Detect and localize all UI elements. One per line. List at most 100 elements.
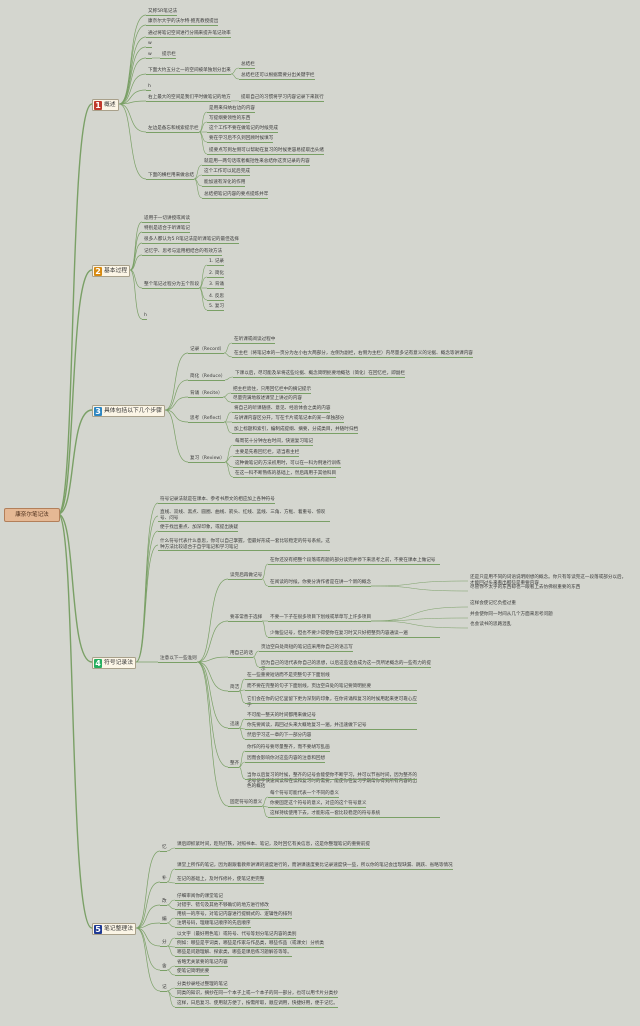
topic-underline bbox=[146, 58, 152, 59]
topic-underline bbox=[188, 380, 225, 381]
topic-text: 右上最大的空间是我们平时做笔记的地方 bbox=[148, 95, 231, 100]
topic-underline bbox=[207, 300, 224, 301]
topic-text: 在这一科不断熟练的基础上，然后再用于其他科目 bbox=[235, 471, 337, 476]
topic-underline bbox=[268, 637, 440, 638]
topic-text: 很多人都认为5 R笔记法是听课笔记的最佳选择 bbox=[144, 237, 239, 242]
connector-line bbox=[198, 287, 208, 311]
topic-text: 1. 记录 bbox=[209, 259, 225, 264]
topic-underline bbox=[245, 719, 316, 720]
topic-underline bbox=[228, 579, 262, 580]
topic-text: 当你以后复习的时候，整齐的记号会能使你不断学习，并可以节省时间，因为整齐的记号便… bbox=[247, 773, 417, 790]
connector-line bbox=[118, 100, 147, 105]
topic-text: 舍 bbox=[162, 964, 167, 969]
topic-underline bbox=[160, 905, 167, 906]
topic-underline bbox=[228, 691, 239, 692]
connector-line bbox=[238, 718, 246, 729]
connector-line bbox=[252, 650, 260, 658]
branch-number-badge: 3 bbox=[94, 406, 102, 416]
connector-line bbox=[196, 578, 229, 663]
topic-text: 2. 简化 bbox=[209, 271, 225, 276]
topic-text: 注明号码，理顺笔记顺序的先后顺序 bbox=[177, 921, 251, 926]
topic-underline bbox=[142, 288, 199, 289]
topic-underline bbox=[146, 37, 231, 38]
topic-text: 而不要在完整的句子下面划线，页边空白处的笔记要简明扼要 bbox=[247, 684, 372, 689]
branch-label: 笔记整理法 bbox=[104, 926, 133, 932]
topic-text: 要在学习后不久到回顾时候填写 bbox=[209, 136, 274, 141]
topic-underline bbox=[142, 222, 190, 223]
topic-underline bbox=[228, 767, 239, 768]
connector-line bbox=[224, 461, 234, 478]
topic-underline bbox=[232, 357, 473, 358]
topic-underline bbox=[207, 288, 224, 289]
topic-underline bbox=[142, 319, 147, 320]
topic-underline bbox=[188, 462, 225, 463]
topic-underline bbox=[233, 377, 405, 378]
topic-text: 不要一下子在很多项目下划线或草草写上许多项目 bbox=[270, 615, 372, 620]
topic-underline bbox=[175, 869, 453, 870]
topic-text: 与讲课内容区分开，写在卡片或笔记本的某一单独部分 bbox=[234, 416, 345, 421]
topic-underline bbox=[232, 412, 330, 413]
topic-text: 又称5R笔记法 bbox=[148, 9, 178, 14]
topic-underline bbox=[239, 68, 255, 69]
topic-text: 特别是适合于听课笔记 bbox=[144, 226, 190, 231]
connector-line bbox=[166, 881, 176, 884]
topic-text: 整齐 bbox=[230, 761, 240, 766]
topic-underline bbox=[175, 883, 264, 884]
topic-underline bbox=[233, 477, 336, 478]
branch-number-badge: 2 bbox=[94, 266, 102, 276]
topic-underline bbox=[188, 422, 224, 423]
connector-line bbox=[164, 409, 189, 463]
topic-text: 左边是备忘和线索提示栏 bbox=[148, 126, 199, 131]
topic-underline bbox=[158, 503, 275, 504]
topic-text: 主要是先看回忆栏，适当看主栏 bbox=[235, 450, 300, 455]
topic-text: 4. 反思 bbox=[209, 294, 225, 299]
connector-line bbox=[196, 620, 229, 663]
connector-line bbox=[164, 379, 189, 411]
topic-text: 总结栏 bbox=[241, 62, 255, 67]
connector-line bbox=[238, 750, 246, 768]
connector-line bbox=[238, 766, 246, 780]
topic-text: 这样持续使用下去，才能形成一套比较稳定的符号系统 bbox=[270, 811, 381, 816]
topic-underline bbox=[268, 586, 371, 587]
connector-line bbox=[129, 242, 143, 271]
topic-text: 把主栏遮住，只用回忆栏中的摘记提示 bbox=[233, 387, 312, 392]
connector-line bbox=[261, 796, 269, 807]
connector-line bbox=[196, 656, 229, 663]
topic-underline bbox=[160, 991, 167, 992]
topic-text: 还是只是用不同的词语说明刚想的概念。你只有等读完这一段落或部分以后，才能回过头来… bbox=[470, 575, 627, 586]
topic-underline bbox=[146, 47, 152, 48]
connector-line bbox=[57, 269, 93, 515]
connector-line bbox=[261, 578, 269, 587]
topic-text: 也会读书的思路混乱 bbox=[470, 622, 512, 627]
root-node[interactable]: 康奈尔笔记法 bbox=[4, 508, 60, 522]
branch-label: 具体包括以下几个步骤 bbox=[104, 408, 162, 414]
topic-underline bbox=[175, 1007, 338, 1008]
topic-underline bbox=[232, 433, 358, 434]
topic-text: 忆 bbox=[162, 845, 167, 850]
topic-text: 符号记录法就是在课本、参考书原文的相应加上各种符号 bbox=[160, 497, 275, 502]
topic-text: 迅速 bbox=[230, 722, 240, 727]
topic-text: 使笔记简明扼要 bbox=[177, 969, 210, 974]
connector-line bbox=[370, 620, 469, 629]
topic-text: 你作的符号要尽量整齐，而不要胡写乱画 bbox=[247, 745, 330, 750]
topic-text: 然后学习这一章的下一部分内容 bbox=[247, 733, 312, 738]
topic-text: 在听课或阅读过程中 bbox=[234, 337, 276, 342]
topic-text: 这样会使记忆负担过重 bbox=[470, 601, 516, 606]
topic-text: 这样，日后复习、使用就方便了，按需所取，顺应调用，快捷好用，便于记忆。 bbox=[177, 1001, 338, 1006]
topic-text: 不可能一整天的时间都用来做记号 bbox=[247, 713, 316, 718]
topic-underline bbox=[207, 112, 255, 113]
topic-underline bbox=[245, 729, 417, 730]
topic-underline bbox=[207, 132, 278, 133]
connector-line bbox=[166, 868, 176, 883]
topic-underline bbox=[160, 923, 167, 924]
topic-underline bbox=[268, 797, 339, 798]
topic-text: 记忆学、思考与运用相结合的有效方法 bbox=[144, 249, 223, 254]
connector-line bbox=[166, 987, 176, 992]
topic-underline bbox=[233, 445, 313, 446]
topic-underline bbox=[202, 186, 245, 187]
